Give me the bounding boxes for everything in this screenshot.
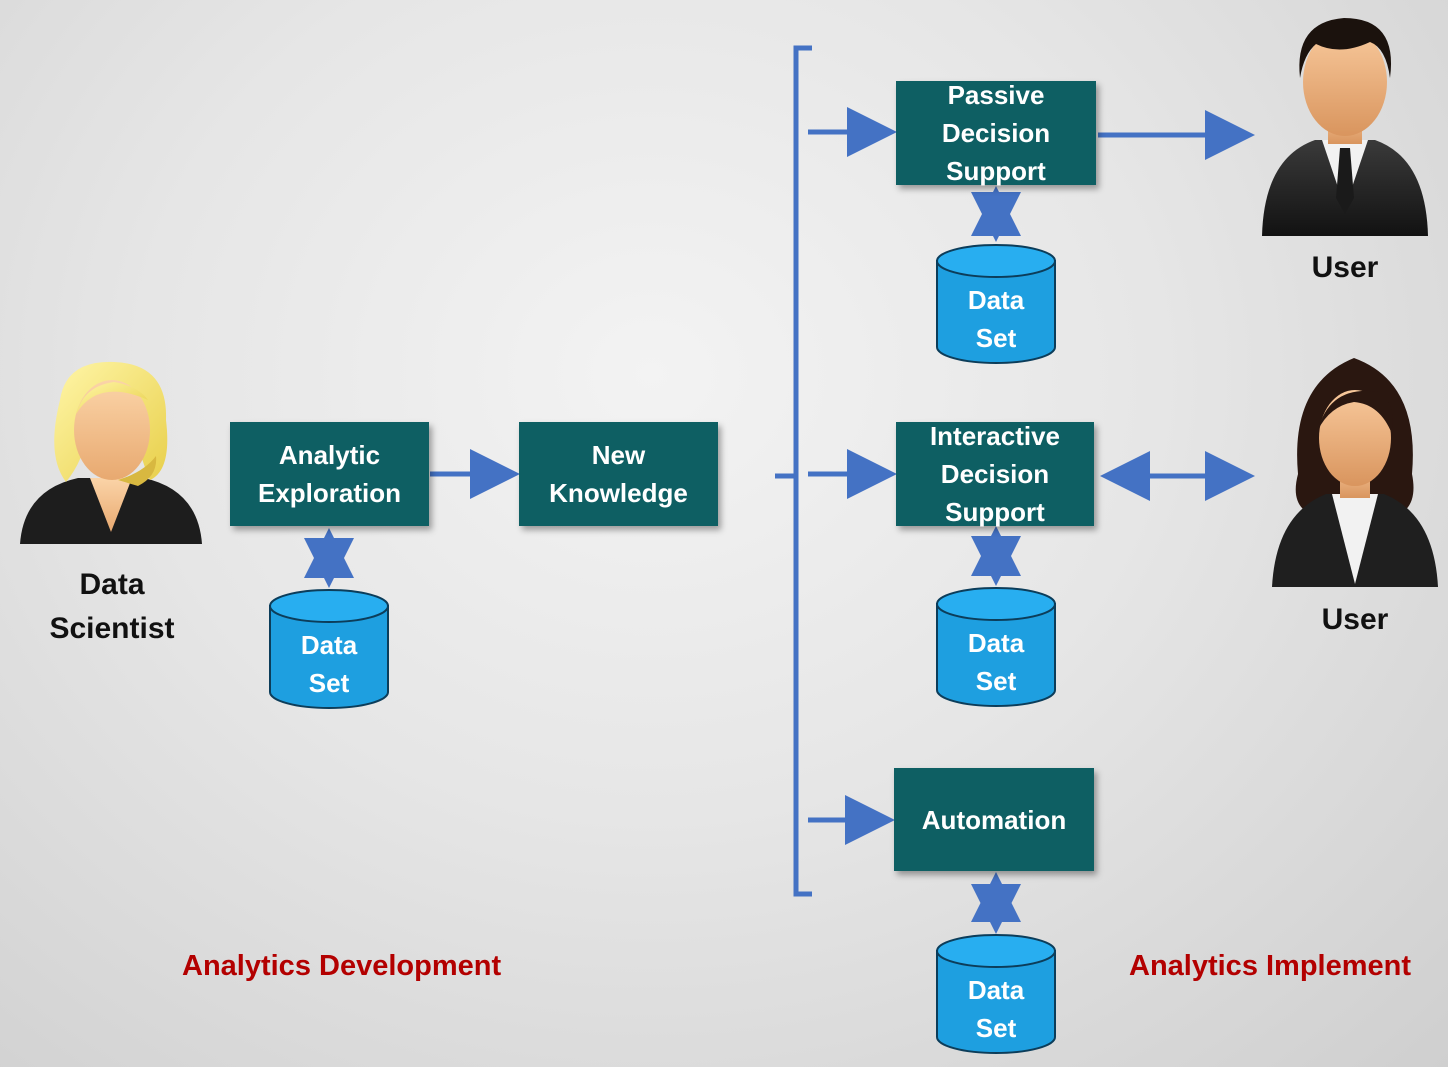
- dataset-passive-label: Data Set: [967, 285, 1025, 353]
- user-top-label: User: [1311, 251, 1379, 284]
- dataset-passive: Data Set: [935, 243, 1057, 365]
- interactive-decision-support-label: Interactive Decision Support: [929, 421, 1061, 527]
- interactive-decision-support-box: Interactive Decision Support: [896, 421, 1094, 527]
- user-male-icon: [1260, 8, 1430, 238]
- data-scientist-icon: [18, 360, 204, 546]
- passive-decision-support-label: Passive Decision Support: [941, 80, 1051, 186]
- dataset-interactive-label: Data Set: [967, 628, 1025, 696]
- new-knowledge-box: New Knowledge: [519, 422, 718, 526]
- data-scientist-label: Data Scientist: [49, 568, 175, 645]
- database-icon: [936, 934, 1056, 1054]
- dataset-automation: Data Set: [935, 933, 1057, 1055]
- database-icon: [269, 589, 389, 709]
- branch-bracket: [793, 45, 812, 897]
- dataset-automation-label: Data Set: [967, 975, 1025, 1043]
- analytic-exploration-box: Analytic Exploration: [230, 422, 429, 526]
- automation-box: Automation: [894, 768, 1094, 871]
- new-knowledge-label: New Knowledge: [549, 440, 688, 508]
- user-female-icon: [1270, 354, 1440, 589]
- automation-label: Automation: [921, 804, 1067, 835]
- database-icon: [936, 244, 1056, 364]
- passive-decision-support-box: Passive Decision Support: [896, 80, 1096, 186]
- dataset-exploration: Data Set: [268, 588, 390, 710]
- analytic-exploration-label: Analytic Exploration: [257, 440, 401, 508]
- caption-analytics-development: Analytics Development: [182, 950, 502, 982]
- dataset-exploration-label: Data Set: [300, 630, 358, 698]
- database-icon: [936, 587, 1056, 707]
- dataset-interactive: Data Set: [935, 586, 1057, 708]
- caption-analytics-implementation: Analytics Implement: [1129, 950, 1412, 982]
- user-bottom-label: User: [1321, 603, 1389, 636]
